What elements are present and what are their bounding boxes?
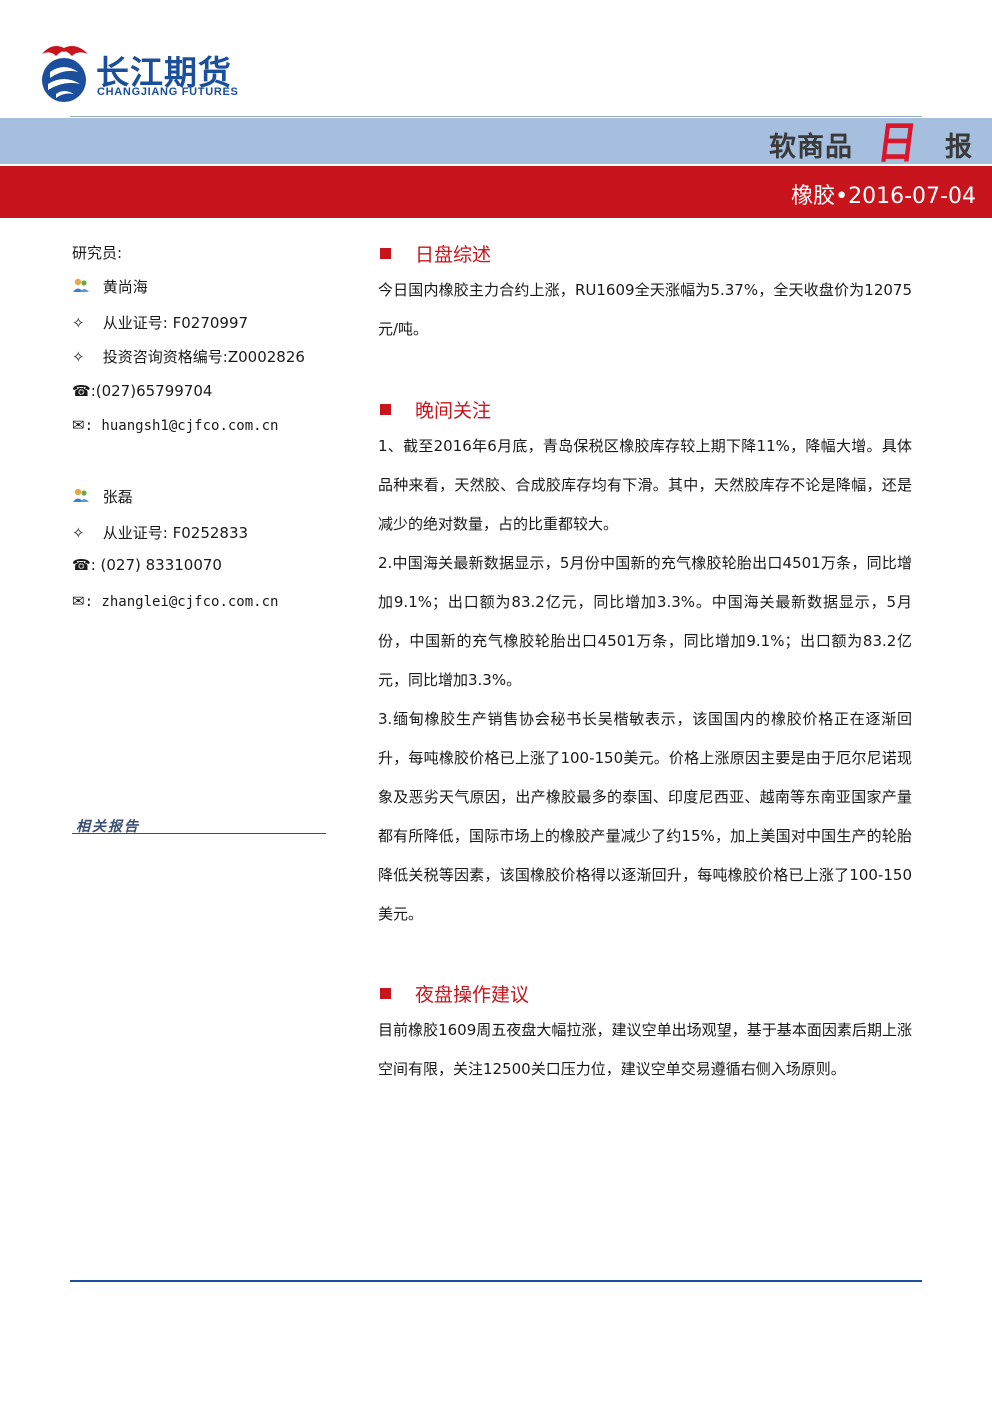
section-heading-day-summary: 日盘综述 [380, 240, 491, 267]
diamond-icon: ✧ [72, 348, 85, 366]
researcher-2-email[interactable]: : zhanglei@cjfco.com.cn [84, 594, 279, 610]
subject-date: 橡胶•2016-07-04 [791, 184, 976, 209]
paragraph: 2.中国海关最新数据显示，5月份中国新的充气橡胶轮胎出口4501万条，同比增加9… [378, 554, 912, 689]
researcher-2-phone-row: ☎: (027) 83310070 [72, 556, 222, 574]
report-daily-glyph: 日 [874, 118, 921, 169]
researcher-1-license-row: ✧ 从业证号: F0270997 [72, 312, 248, 333]
bullet-square-icon [380, 404, 391, 415]
researcher-2-email-row: ✉: zhanglei@cjfco.com.cn [72, 592, 278, 610]
section-body-evening-focus: 1、截至2016年6月底，青岛保税区橡胶库存较上期下降11%，降幅大增。具体品种… [378, 427, 912, 934]
section-body-night-advice: 目前橡胶1609周五夜盘大幅拉涨，建议空单出场观望，基于基本面因素后期上涨空间有… [378, 1011, 912, 1089]
researcher-1-license: 从业证号: F0270997 [102, 314, 249, 332]
report-type-band [0, 118, 992, 164]
researcher-2-name: 张磊 [102, 488, 133, 506]
section-heading-night-advice: 夜盘操作建议 [380, 980, 529, 1007]
researcher-2-license: 从业证号: F0252833 [102, 524, 249, 542]
researcher-label: 研究员: [72, 244, 123, 262]
subject-band: 橡胶•2016-07-04 [0, 166, 992, 218]
phone-icon: ☎ [72, 556, 91, 574]
paragraph: 1、截至2016年6月底，青岛保税区橡胶库存较上期下降11%，降幅大增。具体品种… [378, 437, 912, 533]
paragraph: 3.缅甸橡胶生产销售协会秘书长吴楷敏表示，该国国内的橡胶价格正在逐渐回升，每吨橡… [378, 710, 912, 923]
phone-icon: ☎ [72, 382, 91, 400]
person-icon [72, 277, 98, 296]
section-title: 夜盘操作建议 [415, 984, 530, 1006]
bullet-square-icon [380, 248, 391, 259]
section-title: 日盘综述 [415, 244, 492, 266]
report-category: 软商品 [769, 131, 853, 163]
related-reports-heading: 相关报告 [76, 819, 140, 835]
researcher-1-email-row: ✉: huangsh1@cjfco.com.cn [72, 416, 278, 434]
researcher-1-consult-row: ✧ 投资咨询资格编号:Z0002826 [72, 346, 305, 367]
researcher-1-phone: :(027)65799704 [90, 382, 213, 400]
paragraph: 目前橡胶1609周五夜盘大幅拉涨，建议空单出场观望，基于基本面因素后期上涨空间有… [378, 1021, 912, 1078]
company-logo: 长江期货 CHANGJIANG FUTURES [36, 40, 276, 106]
researcher-1-phone-row: ☎:(027)65799704 [72, 382, 212, 400]
related-reports-underline [72, 833, 326, 834]
footer-divider [70, 1280, 922, 1282]
logo-chinese-name: 长江期货 [96, 53, 232, 92]
person-icon [72, 487, 98, 506]
report-type-title: 软商品 日 报 [769, 118, 972, 169]
section-heading-evening-focus: 晚间关注 [380, 396, 491, 423]
researcher-2-phone: : (027) 83310070 [90, 556, 222, 574]
researcher-1-consult: 投资咨询资格编号:Z0002826 [102, 348, 305, 366]
researcher-1-name-row: 黄尚海 [72, 276, 148, 297]
diamond-icon: ✧ [72, 524, 85, 542]
report-suffix: 报 [945, 131, 972, 163]
logo-emblem-icon [42, 46, 88, 102]
researcher-1-name: 黄尚海 [102, 278, 148, 296]
logo-english-name: CHANGJIANG FUTURES [97, 86, 239, 98]
paragraph: 今日国内橡胶主力合约上涨，RU1609全天涨幅为5.37%，全天收盘价为1207… [378, 281, 912, 338]
bullet-square-icon [380, 988, 391, 999]
researcher-1-email[interactable]: : huangsh1@cjfco.com.cn [84, 418, 279, 434]
section-title: 晚间关注 [415, 400, 492, 422]
header-divider [70, 116, 922, 117]
diamond-icon: ✧ [72, 314, 85, 332]
researcher-2-name-row: 张磊 [72, 486, 133, 507]
researcher-2-license-row: ✧ 从业证号: F0252833 [72, 522, 248, 543]
mail-icon: ✉ [72, 416, 85, 434]
section-body-day-summary: 今日国内橡胶主力合约上涨，RU1609全天涨幅为5.37%，全天收盘价为1207… [378, 271, 912, 349]
mail-icon: ✉ [72, 592, 85, 610]
